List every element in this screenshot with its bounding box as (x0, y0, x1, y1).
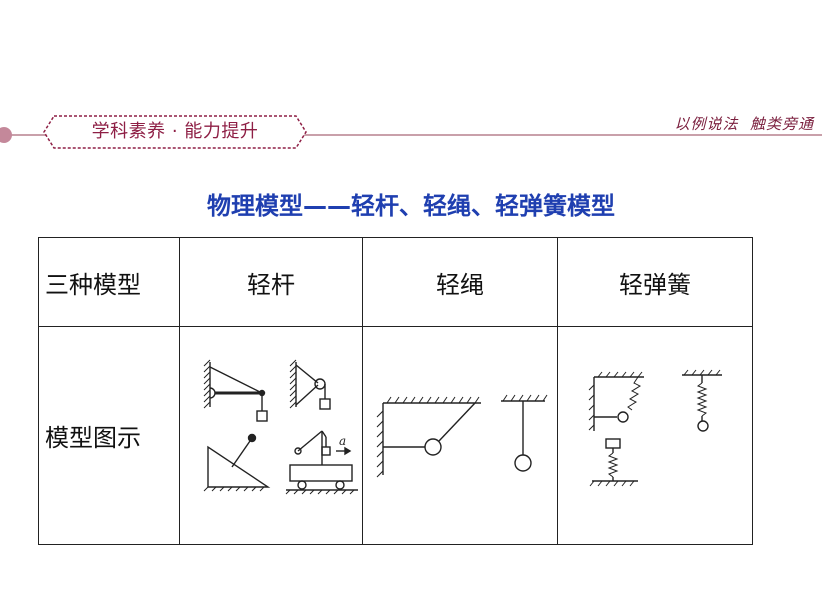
table-diagram-row: 模型图示 (38, 326, 753, 545)
rod-diagram-pulley (289, 359, 331, 410)
column-header-spring: 轻弹簧 (557, 237, 753, 327)
rod-diagram-incline-ball (203, 433, 271, 492)
rope-diagram-pendulum (501, 394, 548, 472)
rod-diagram-cart (285, 430, 358, 495)
spring-diagrams-cell (557, 326, 753, 545)
section-tab: 学科素养 · 能力提升 (42, 114, 308, 150)
rope-diagrams (376, 394, 548, 478)
column-header-rod: 轻杆 (179, 237, 363, 327)
row-label-diagrams: 模型图示 (38, 326, 180, 545)
models-table: 三种模型 轻杆 轻绳 轻弹簧 模型图示 (38, 237, 753, 545)
page-title: 物理模型——轻杆、轻绳、轻弹簧模型 (207, 192, 615, 220)
column-header-rope: 轻绳 (362, 237, 558, 327)
spring-diagrams (588, 369, 722, 487)
spring-diagram-floor (589, 438, 638, 487)
acceleration-label: a (339, 434, 346, 448)
section-tab-frame (43, 115, 307, 149)
header-dot-decoration (0, 127, 12, 143)
rope-diagram-wall-string (376, 396, 481, 478)
row-header-label: 三种模型 (38, 237, 180, 327)
rod-diagrams: a (203, 359, 358, 495)
rod-diagrams-cell: a (179, 326, 363, 545)
rod-diagram-wall-hinge (203, 359, 268, 422)
rope-diagrams-cell (362, 326, 558, 545)
spring-diagram-hanging (682, 369, 722, 432)
section-label: 学科素养 · 能力提升 (91, 121, 259, 142)
header-divider (0, 134, 822, 136)
spring-diagram-wall (588, 371, 644, 431)
table-header-row: 三种模型 轻杆 轻绳 轻弹簧 (38, 237, 753, 327)
tagline: 以例说法 触类旁通 (674, 115, 814, 133)
